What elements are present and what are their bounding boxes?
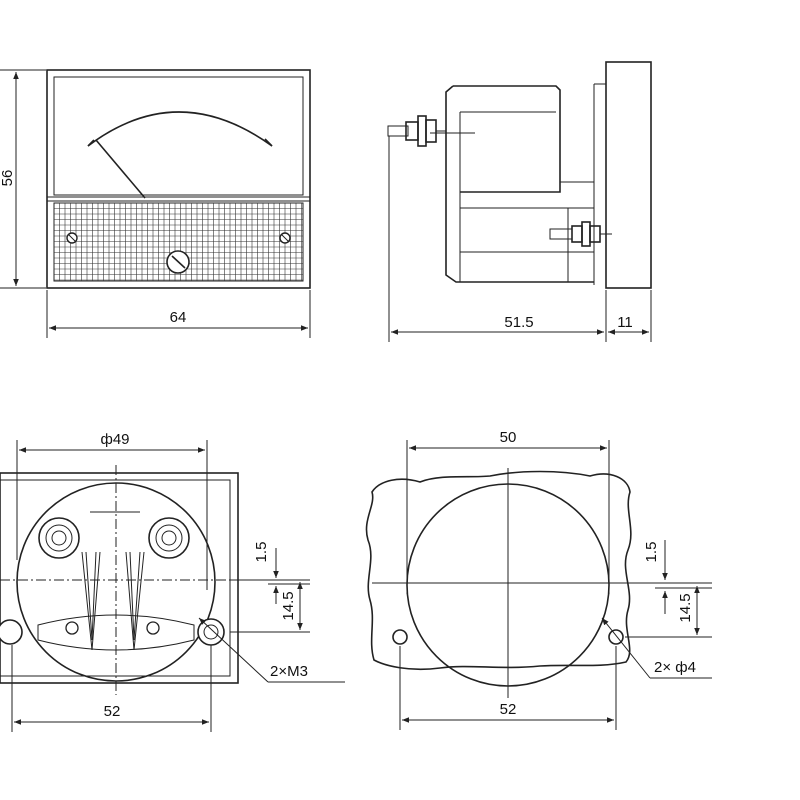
- front-view: 56 64: [0, 69, 311, 338]
- screw-slot: [67, 233, 77, 243]
- side-view: 51.5 11: [387, 61, 652, 342]
- screw-icon: [65, 621, 79, 635]
- center-dim-label: 14.5: [280, 591, 297, 620]
- spacing-dim-label: 52: [500, 701, 517, 718]
- mount-stud-icon: [0, 619, 23, 645]
- width-dim-label: 50: [500, 429, 517, 446]
- screw-slot: [280, 233, 290, 243]
- spacing-dim-label: 52: [104, 703, 121, 720]
- scale-end-left: [87, 139, 95, 147]
- front-bezel: [46, 69, 311, 289]
- terminal-icon: [38, 517, 80, 559]
- grille-panel: [53, 202, 304, 282]
- panel-outline: [365, 470, 632, 671]
- rear-bezel-inner: [0, 479, 231, 677]
- screw-icon: [146, 621, 160, 635]
- depth-dim-label: 51.5: [504, 314, 533, 331]
- side-housing-outline: [445, 85, 594, 283]
- mount-hole-icon: [608, 629, 624, 645]
- mount-hole-icon: [392, 629, 408, 645]
- diameter-dim-label: ф49: [100, 431, 129, 448]
- cutout-view: 50 1.5 14.5 2× ф4 52: [365, 429, 712, 730]
- spring-blade: [125, 551, 145, 651]
- terminal-stud-upper: [387, 115, 475, 147]
- meter-needle: [95, 139, 146, 199]
- hole-dim-label: 2×M3: [270, 663, 308, 680]
- side-bezel: [605, 61, 652, 289]
- hole-leader: [601, 617, 651, 679]
- offset-dim-label: 1.5: [253, 542, 270, 563]
- spring-blade: [81, 551, 101, 651]
- scale-end-right: [264, 138, 273, 147]
- mount-stud-icon: [197, 618, 225, 646]
- height-dim-label: 56: [0, 170, 16, 187]
- rear-view: ф49 1.5 14.5 2×M3 52: [0, 431, 345, 732]
- spring-blade: [129, 551, 141, 641]
- hole-dim-label: 2× ф4: [654, 659, 696, 676]
- rear-bezel: [0, 472, 239, 684]
- offset-dim-label: 1.5: [643, 542, 660, 563]
- flange-dim-label: 11: [617, 314, 633, 331]
- spring-blade: [85, 551, 97, 641]
- scale-arc: [87, 111, 273, 147]
- zero-adjuster-slot: [171, 255, 186, 269]
- terminal-stud-lower: [549, 221, 612, 247]
- terminal-icon: [148, 517, 190, 559]
- center-dim-label: 14.5: [677, 593, 694, 622]
- side-housing-upper: [453, 85, 561, 193]
- rear-base-plate: [37, 614, 195, 651]
- hole-leader: [198, 617, 269, 683]
- dial-window: [53, 76, 304, 196]
- width-dim-label: 64: [170, 309, 187, 326]
